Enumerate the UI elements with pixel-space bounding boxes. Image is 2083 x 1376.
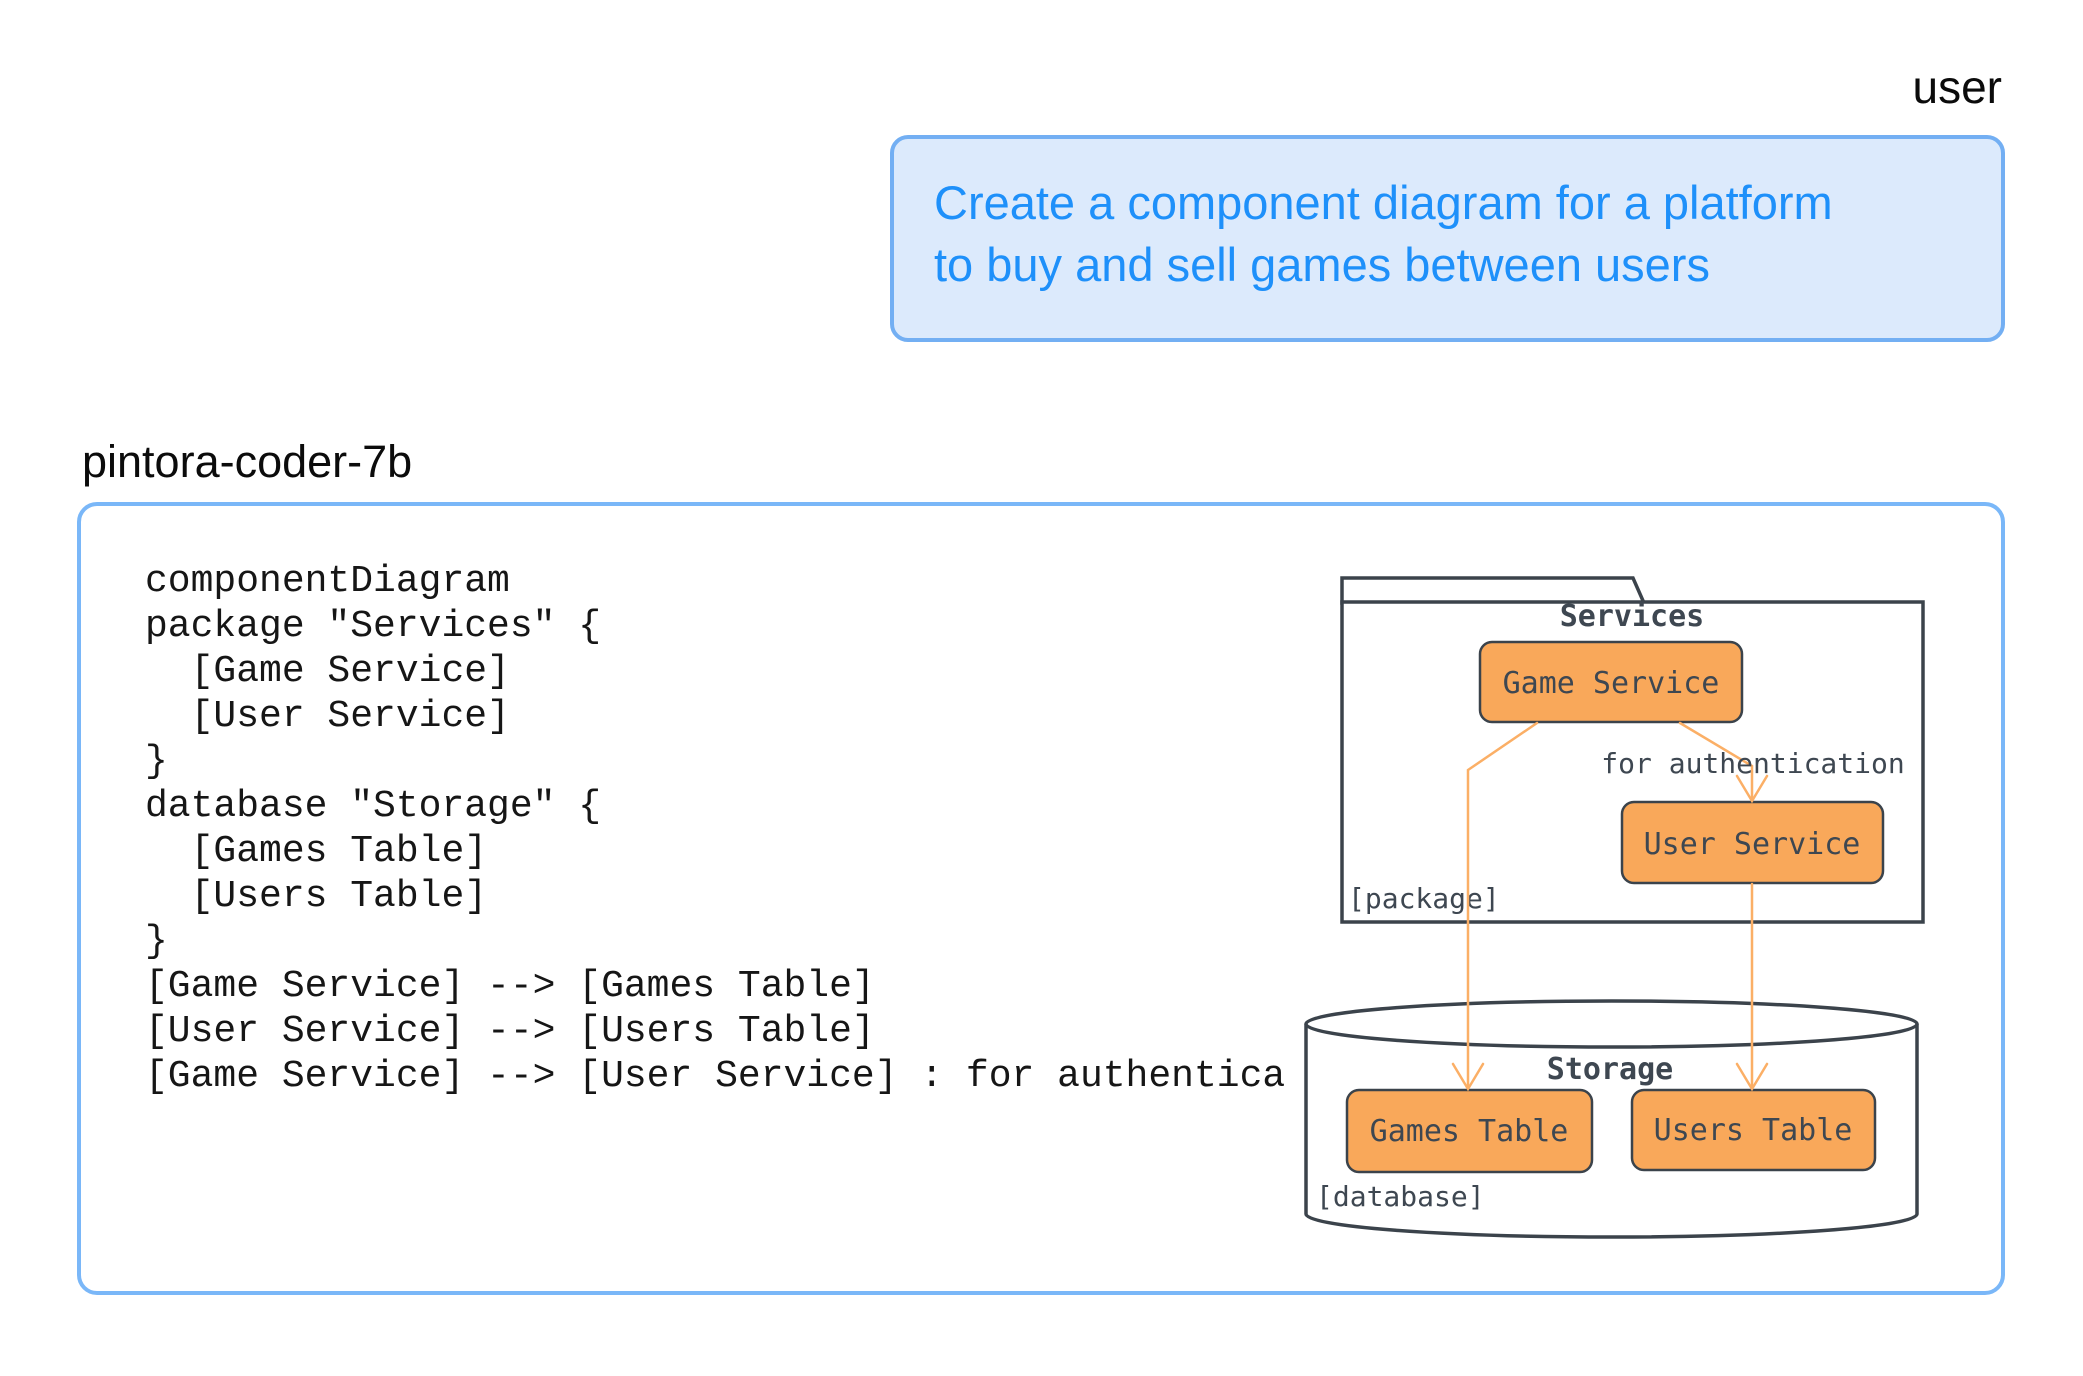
user-message-line-2: to buy and sell games between users bbox=[934, 238, 1710, 291]
node-games-table: Games Table bbox=[1345, 1088, 1594, 1174]
node-games-table-label: Games Table bbox=[1370, 1114, 1569, 1149]
user-message-bubble: Create a component diagram for a platfor… bbox=[890, 135, 2005, 342]
edge-game-service-to-games-table bbox=[1451, 721, 1539, 1092]
node-game-service: Game Service bbox=[1478, 640, 1744, 724]
arrowhead-down-icon bbox=[1735, 1062, 1769, 1092]
user-message-line-1: Create a component diagram for a platfor… bbox=[934, 176, 1833, 229]
database-title: Storage bbox=[1547, 1052, 1673, 1087]
user-role-label: user bbox=[1912, 61, 2002, 113]
database-stereotype-label: [database] bbox=[1316, 1180, 1485, 1213]
node-users-table-label: Users Table bbox=[1654, 1113, 1853, 1148]
node-user-service: User Service bbox=[1620, 800, 1885, 885]
database-cylinder-top bbox=[1304, 999, 1919, 1049]
node-users-table: Users Table bbox=[1630, 1088, 1877, 1172]
pintora-code-block: componentDiagram package "Services" { [G… bbox=[145, 560, 1285, 1098]
model-name-label: pintora-coder-7b bbox=[82, 436, 413, 487]
database-cylinder-body bbox=[1304, 1024, 1919, 1239]
package-title: Services bbox=[1560, 599, 1705, 634]
arrowhead-down-icon bbox=[1451, 1062, 1485, 1092]
node-user-service-label: User Service bbox=[1644, 827, 1861, 862]
package-stereotype-label: [package] bbox=[1348, 882, 1500, 915]
edge-game-service-to-user-service bbox=[1678, 721, 1769, 804]
edge-label-for-authentication: for authentication bbox=[1601, 747, 1904, 780]
arrowhead-down-icon bbox=[1735, 774, 1769, 804]
edge-user-service-to-users-table bbox=[1735, 882, 1769, 1092]
node-game-service-label: Game Service bbox=[1503, 666, 1720, 701]
